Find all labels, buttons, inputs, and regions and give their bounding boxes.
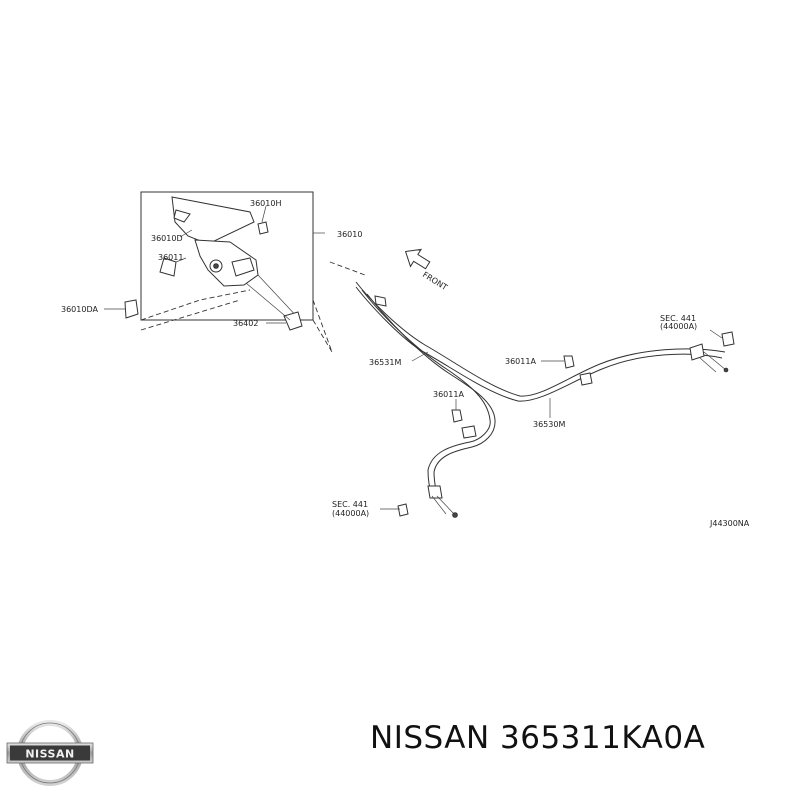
brake-cables — [355, 281, 735, 518]
diagram-reference-code: J44300NA — [709, 519, 750, 528]
parking-brake-cable-diagram: 36010H 36010 36010D 36011 36010DA 36402 … — [61, 191, 750, 528]
label-sec-441-right: SEC. 441 — [660, 314, 696, 323]
lever-assembly-frame — [140, 191, 366, 353]
part-number-caption: NISSAN 365311KA0A — [370, 720, 706, 756]
label-36011a-mid: 36011A — [433, 390, 464, 399]
label-sec-441-left: SEC. 441 — [332, 500, 368, 509]
leader-lines — [104, 205, 286, 324]
front-arrow — [404, 248, 431, 270]
label-36010: 36010 — [337, 230, 362, 239]
label-36010h: 36010H — [250, 199, 281, 208]
label-36011a-top: 36011A — [505, 357, 536, 366]
label-36010da: 36010DA — [61, 305, 98, 314]
label-36402: 36402 — [233, 319, 258, 328]
nissan-logo: NISSAN — [6, 720, 94, 786]
label-front: FRONT — [421, 270, 449, 292]
label-36530m: 36530M — [533, 420, 565, 429]
logo-wordmark: NISSAN — [25, 748, 74, 761]
label-44000a-left: (44000A) — [332, 509, 369, 518]
cable-leader-lines — [380, 329, 723, 510]
label-36011: 36011 — [158, 253, 183, 262]
label-36531m: 36531M — [369, 358, 401, 367]
label-44000a-right: (44000A) — [660, 322, 697, 331]
label-36010d: 36010D — [151, 234, 183, 243]
hand-brake-lever — [124, 196, 303, 331]
